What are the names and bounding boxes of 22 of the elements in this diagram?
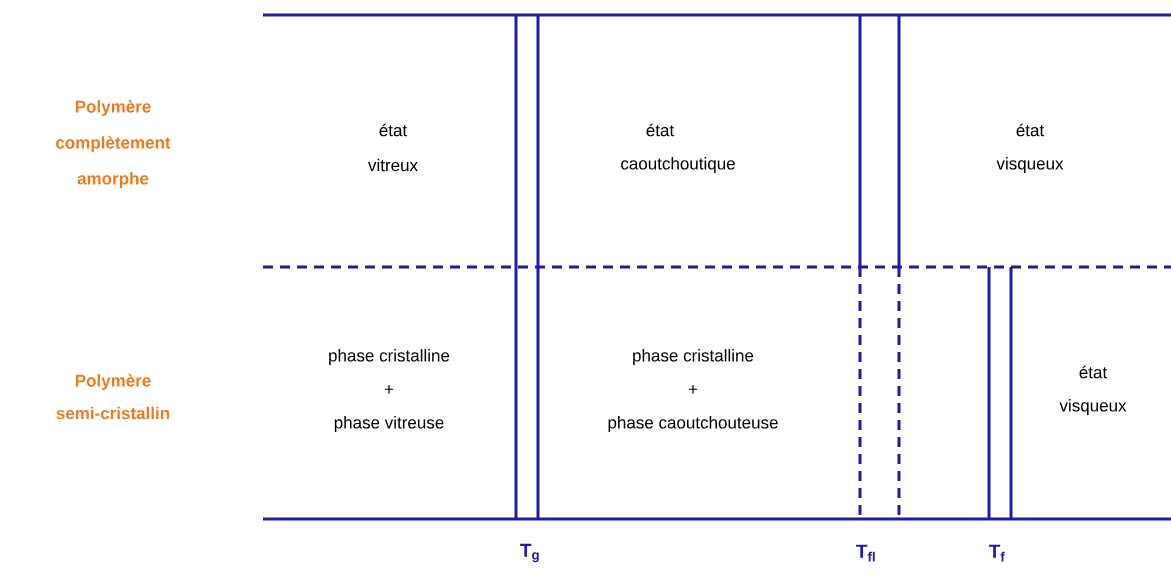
temperature-label: T$_{f}$ xyxy=(988,544,1005,562)
row-heading: complètement xyxy=(56,136,171,152)
state-label: caoutchoutique xyxy=(621,157,735,173)
state-label: phase vitreuse xyxy=(334,416,444,432)
row-heading: Polymère xyxy=(75,374,151,390)
state-label: visqueux xyxy=(996,157,1064,173)
state-label: phase caoutchouteuse xyxy=(608,416,778,432)
state-label: état xyxy=(1079,365,1108,379)
state-label: phase cristalline xyxy=(633,349,754,365)
row-heading: amorphe xyxy=(77,172,149,188)
temperature-label: T$_{g}$ xyxy=(520,543,539,563)
state-label: phase cristalline xyxy=(329,349,450,365)
state-label: + xyxy=(688,385,698,394)
state-label: état xyxy=(646,123,675,137)
row-heading: semi-cristallin xyxy=(56,406,170,420)
row-heading: Polymère xyxy=(75,100,151,116)
temperature-label: T$_{fl}$ xyxy=(856,544,875,562)
state-label: + xyxy=(384,385,394,394)
state-label: état xyxy=(379,123,408,137)
state-label: vitreux xyxy=(368,158,418,172)
state-label: visqueux xyxy=(1059,399,1127,415)
state-label: état xyxy=(1016,123,1045,137)
